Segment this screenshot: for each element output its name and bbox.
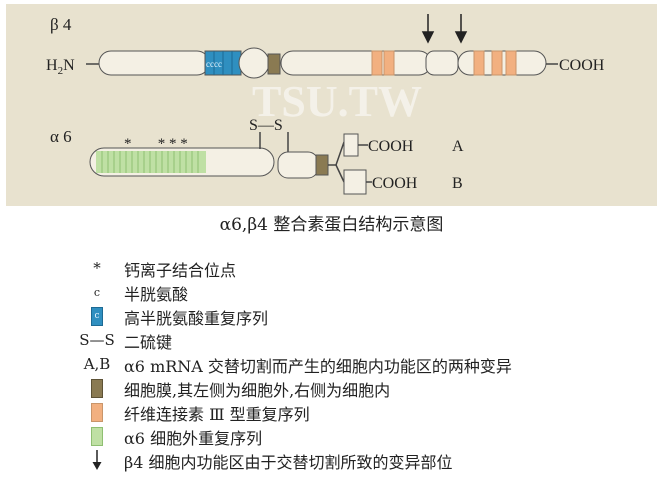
legend-text-cysteine-repeat: 高半胱氨酸重复序列 — [124, 309, 269, 328]
alpha6-transmembrane — [315, 154, 329, 176]
variant-a-domain — [343, 133, 359, 157]
fibronectin-repeat-1 — [371, 50, 383, 76]
beta4-extracellular-domain — [98, 50, 210, 76]
cysteine-repeat-swatch-text: c — [91, 306, 103, 326]
variant-b-cooh: COOH — [372, 175, 418, 192]
beta4-label: β 4 — [50, 15, 72, 34]
alpha6-label: α 6 — [50, 127, 72, 146]
cysteine-repeat-dividers — [213, 51, 233, 75]
n-terminus-label: H2N — [46, 57, 75, 77]
legend-text-calcium: 钙离子结合位点 — [124, 261, 237, 280]
beta4-cooh-label: COOH — [559, 57, 605, 74]
cysteine-repeat-text: cccc — [206, 59, 222, 69]
asterisk-symbol: * — [93, 259, 101, 277]
legend-row-disulfide: S—S 二硫键 — [74, 328, 654, 352]
beta4-variant-region — [425, 50, 459, 76]
legend-text-cysteine: 半胱氨酸 — [124, 285, 189, 304]
legend-row-membrane: 细胞膜,其左侧为细胞外,右侧为细胞内 — [74, 376, 654, 400]
variant-a-label: A — [452, 138, 464, 155]
legend-row-splice-arrow: β4 细胞内功能区由于交替切割所致的变异部位 — [74, 448, 654, 472]
extracellular-repeat-swatch — [74, 424, 120, 448]
variant-a-cooh: COOH — [368, 138, 414, 155]
variant-symbol: A,B — [83, 355, 111, 373]
disulfide-bond-label: S—S — [249, 117, 283, 134]
fibronectin-repeat-4 — [491, 50, 503, 76]
membrane-swatch — [74, 376, 120, 400]
variant-b-linker — [335, 164, 345, 183]
legend-text-variants: α6 mRNA 交替切割而产生的细胞内功能区的两种变异 — [124, 357, 512, 376]
variant-b-domain — [343, 169, 367, 195]
fibronectin-swatch — [74, 400, 120, 424]
integrin-structure-diagram: TSU.TW β 4 H2N cccc COOH α 6 — [46, 14, 605, 195]
legend-row-variants: A,B α6 mRNA 交替切割而产生的细胞内功能区的两种变异 — [74, 352, 654, 376]
cysteine-symbol: c — [93, 285, 101, 299]
legend-row-fibronectin: 纤维连接素 Ⅲ 型重复序列 — [74, 400, 654, 424]
cysteine-repeat-swatch: c — [74, 304, 120, 328]
alpha6-extracellular-repeats — [96, 151, 206, 173]
legend-row-cysteine-repeat: c 高半胱氨酸重复序列 — [74, 304, 654, 328]
legend-text-extracellular-repeat: α6 细胞外重复序列 — [124, 429, 263, 448]
legend-text-splice-arrow: β4 细胞内功能区由于交替切割所致的变异部位 — [124, 453, 453, 472]
fibronectin-repeat-5 — [505, 50, 517, 76]
calcium-binding-sites: * * * * — [124, 136, 188, 152]
beta4-transmembrane — [267, 53, 281, 75]
beta4-cytoplasmic-domain-1 — [280, 50, 432, 76]
watermark: TSU.TW — [252, 77, 422, 126]
legend-text-fibronectin: 纤维连接素 Ⅲ 型重复序列 — [124, 405, 310, 424]
variant-a-linker — [328, 141, 345, 166]
legend-row-cysteine: c 半胱氨酸 — [74, 280, 654, 304]
beta4-globular-domain — [238, 47, 270, 79]
alpha6-light-chain — [277, 151, 319, 179]
variant-b-label: B — [452, 175, 463, 192]
disulfide-symbol: S—S — [79, 331, 115, 349]
legend-text-disulfide: 二硫键 — [124, 333, 173, 352]
legend-text-membrane: 细胞膜,其左侧为细胞外,右侧为细胞内 — [124, 381, 391, 400]
fibronectin-repeat-3 — [473, 50, 485, 76]
figure-caption: α6,β4 整合素蛋白结构示意图 — [219, 215, 444, 235]
fibronectin-repeat-2 — [383, 50, 395, 76]
legend-row-extracellular-repeat: α6 细胞外重复序列 — [74, 424, 654, 448]
diagram-panel: TSU.TW β 4 H2N cccc COOH α 6 — [6, 4, 657, 206]
legend-row-calcium: * 钙离子结合位点 — [74, 256, 654, 280]
down-arrow-icon — [74, 448, 120, 472]
splice-variant-arrows — [421, 14, 468, 44]
